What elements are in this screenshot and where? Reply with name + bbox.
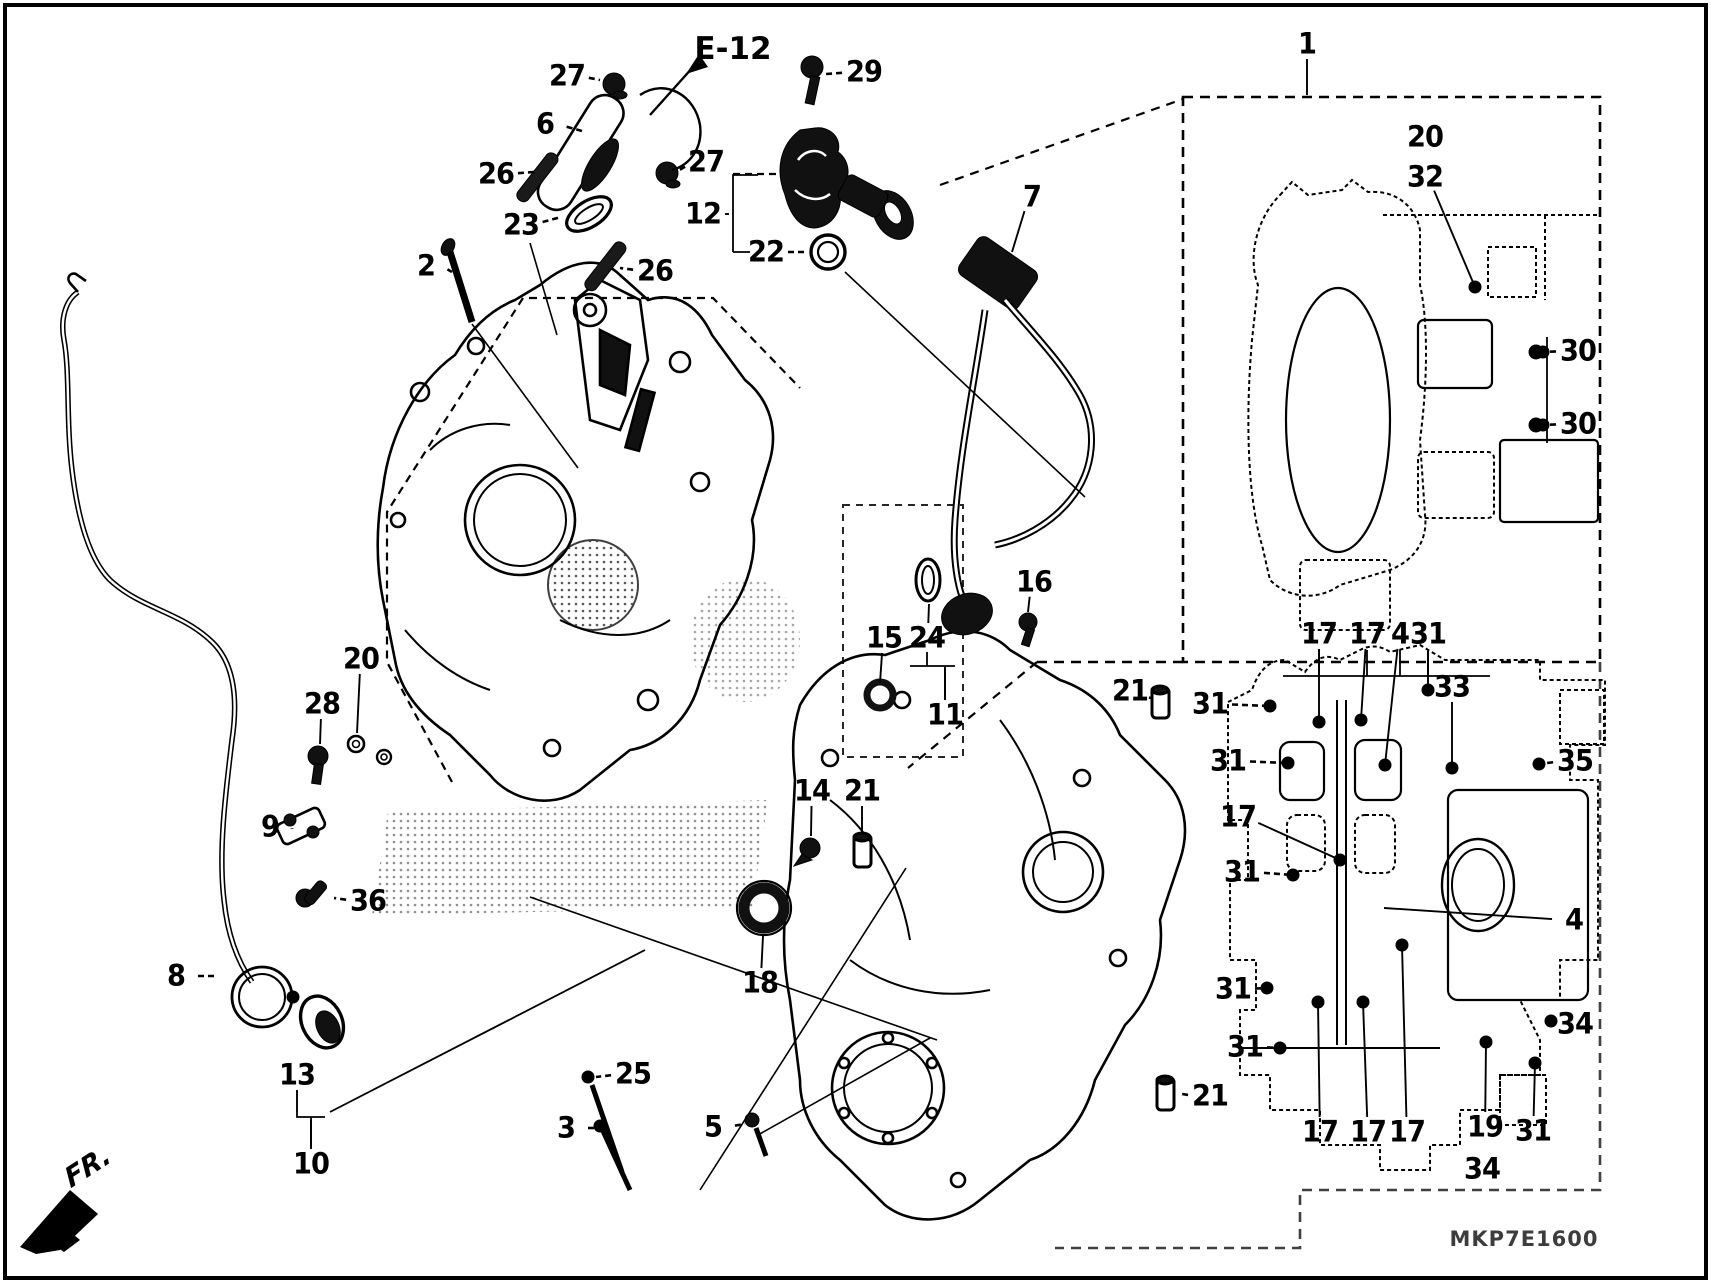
callout-32: 32 <box>1406 159 1444 194</box>
bolt-28-icon <box>307 745 329 786</box>
breather-plate-6-icon <box>536 87 702 212</box>
pointer-lines <box>529 242 1086 1191</box>
oring-22-icon <box>809 233 847 271</box>
oil-tube-8-icon <box>60 272 294 1029</box>
callout-26: 26 <box>636 253 674 288</box>
callout-17: 17 <box>1349 1114 1387 1149</box>
oring-24-icon <box>914 557 942 603</box>
callout-6: 6 <box>535 106 555 141</box>
cap-13-icon <box>286 990 346 1050</box>
e12-arrow-icon <box>649 54 708 116</box>
engine-ref-label: E-12 <box>694 31 772 67</box>
callout-23: 23 <box>502 207 540 242</box>
callout-17: 17 <box>1300 616 1338 651</box>
callout-31: 31 <box>1226 1029 1264 1064</box>
lower-case-gasket-view <box>1227 643 1606 1171</box>
callout-34: 34 <box>1556 1006 1594 1041</box>
callout-31: 31 <box>1209 743 1247 778</box>
callout-19: 19 <box>1466 1109 1504 1144</box>
callout-11: 11 <box>926 697 964 732</box>
callout-1: 1 <box>1297 26 1317 61</box>
callout-31: 31 <box>1514 1113 1552 1148</box>
harness-7-icon <box>837 174 1095 636</box>
callout-2: 2 <box>416 248 436 283</box>
callout-31: 31 <box>1214 971 1252 1006</box>
bolt-36-icon <box>295 880 328 908</box>
bolt-27b-icon <box>655 161 681 189</box>
callout-5: 5 <box>703 1109 723 1144</box>
leader-lines <box>198 59 1558 1149</box>
callout-35: 35 <box>1556 743 1594 778</box>
callout-17: 17 <box>1301 1114 1339 1149</box>
stud-26-icon <box>516 152 627 292</box>
callout-30: 30 <box>1559 333 1597 368</box>
callout-15: 15 <box>865 620 903 655</box>
callout-10: 10 <box>292 1146 330 1181</box>
callout-8: 8 <box>166 958 186 993</box>
callout-16: 16 <box>1015 564 1053 599</box>
bolt-27-icon <box>602 72 628 100</box>
bolt-16-icon <box>1018 612 1038 648</box>
callout-21: 21 <box>1111 673 1149 708</box>
front-direction-arrow-icon <box>20 1190 98 1254</box>
callout-9: 9 <box>260 809 280 844</box>
plug-14-icon <box>792 837 821 867</box>
callout-31: 31 <box>1223 854 1261 889</box>
callout-14: 14 <box>793 773 831 808</box>
upper-crankcase-drawing <box>376 261 775 802</box>
diagram-code: MKP7E1600 <box>1449 1227 1599 1251</box>
bracket-9-icon <box>275 806 327 846</box>
callout-17: 17 <box>1388 1114 1426 1149</box>
callout-21: 21 <box>1191 1078 1229 1113</box>
callout-20: 20 <box>1406 119 1444 154</box>
orings-20-icon <box>346 734 393 766</box>
bolt-2-icon <box>440 238 579 469</box>
halftone-texture <box>372 539 800 915</box>
callout-27: 27 <box>687 144 725 179</box>
dowel-21-icons <box>852 684 1176 1112</box>
callout-3: 3 <box>556 1110 576 1145</box>
callout-13: 13 <box>278 1057 316 1092</box>
hardware-icons <box>60 55 1176 1192</box>
callout-31: 31 <box>1409 616 1447 651</box>
dashed-group-boxes <box>385 95 1602 1250</box>
callout-25: 25 <box>614 1056 652 1091</box>
callout-4: 4 <box>1390 616 1410 651</box>
callout-34: 34 <box>1463 1151 1501 1186</box>
callout-17: 17 <box>1348 616 1386 651</box>
callout-22: 22 <box>747 234 785 269</box>
callout-29: 29 <box>845 54 883 89</box>
sensor-12-icon <box>779 127 914 240</box>
callout-36: 36 <box>349 883 387 918</box>
callout-21: 21 <box>843 773 881 808</box>
grommet-18-icon <box>735 879 793 937</box>
callout-12: 12 <box>684 196 722 231</box>
callout-27: 27 <box>548 58 586 93</box>
bolt-5-icon <box>744 1112 769 1157</box>
callout-26: 26 <box>477 156 515 191</box>
callout-17: 17 <box>1219 799 1257 834</box>
callout-30: 30 <box>1559 406 1597 441</box>
oring-23-icon <box>565 195 613 233</box>
callout-33: 33 <box>1433 669 1471 704</box>
bracket-12 <box>732 174 758 253</box>
callout-24: 24 <box>908 620 946 655</box>
callout-20: 20 <box>342 641 380 676</box>
callout-7: 7 <box>1022 179 1042 214</box>
lower-crankcase-drawing <box>782 629 1187 1221</box>
callout-18: 18 <box>741 965 779 1000</box>
callout-4: 4 <box>1564 902 1584 937</box>
callout-28: 28 <box>303 686 341 721</box>
callout-31: 31 <box>1191 686 1229 721</box>
bolt-3-icon <box>593 1119 633 1192</box>
bolt-29-icon <box>800 55 824 106</box>
